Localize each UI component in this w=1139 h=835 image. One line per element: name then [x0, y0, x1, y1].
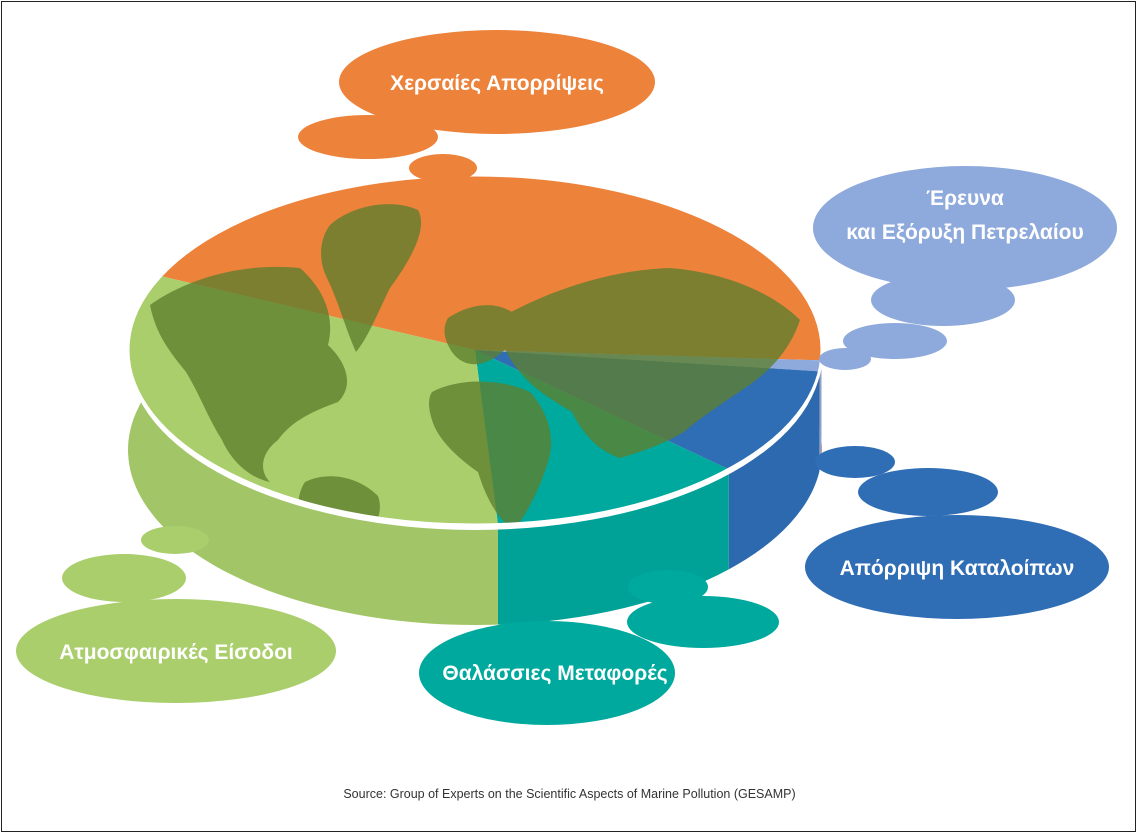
callout-land: Χερσαίες Απορρίψεις	[298, 30, 655, 182]
callout-bubble	[419, 621, 675, 725]
callout-dumping: Απόρριψη Καταλοίπων	[805, 446, 1109, 619]
callout-tail-bubble	[815, 446, 895, 478]
callout-tail-bubble	[409, 154, 477, 182]
slice-label-land: Χερσαίες Απορρίψεις	[390, 72, 604, 95]
callout-tail-bubble	[141, 526, 209, 554]
callout-tail-bubble	[62, 554, 186, 602]
greenland-shape	[321, 204, 422, 352]
europe-shape	[444, 305, 516, 365]
callout-tail-bubble	[819, 348, 871, 370]
slice-label-atmosphere: Ατμοσφαιρικές Είσοδοι	[59, 641, 293, 664]
callout-bubble	[339, 30, 655, 134]
slice-label-oil: Έρευνα	[926, 187, 1004, 210]
callout-oil: Έρευνα και Εξόρυξη Πετρελαίου	[813, 166, 1117, 370]
callout-tail-bubble	[298, 115, 438, 159]
rim-atmosphere	[128, 355, 498, 625]
slice-label-dumping: Απόρριψη Καταλοίπων	[840, 557, 1075, 580]
callout-bubble	[813, 166, 1117, 290]
africa-shape	[429, 381, 552, 525]
callout-bubble	[16, 599, 336, 703]
world-map-overlay	[150, 204, 800, 525]
callout-tail-bubble	[858, 468, 998, 516]
slice-label-oil: και Εξόρυξη Πετρελαίου	[846, 221, 1083, 244]
rim-oil	[819, 360, 822, 472]
pie-top-edge	[126, 173, 824, 527]
asia-shape	[499, 268, 800, 458]
callout-tail-bubble	[843, 323, 947, 359]
rim-dumping	[728, 371, 820, 570]
callout-shipping: Θαλάσσιες Μεταφορές	[419, 570, 779, 725]
callout-atmosphere: Ατμοσφαιρικές Είσοδοι	[16, 526, 336, 703]
source-caption: Source: Group of Experts on the Scientif…	[343, 787, 796, 801]
north-america-shape	[150, 266, 348, 482]
callout-tail-bubble	[628, 570, 708, 604]
callout-bubble	[805, 515, 1109, 619]
callout-tail-bubble	[627, 596, 779, 648]
slice-label-shipping: Θαλάσσιες Μεταφορές	[442, 662, 667, 685]
